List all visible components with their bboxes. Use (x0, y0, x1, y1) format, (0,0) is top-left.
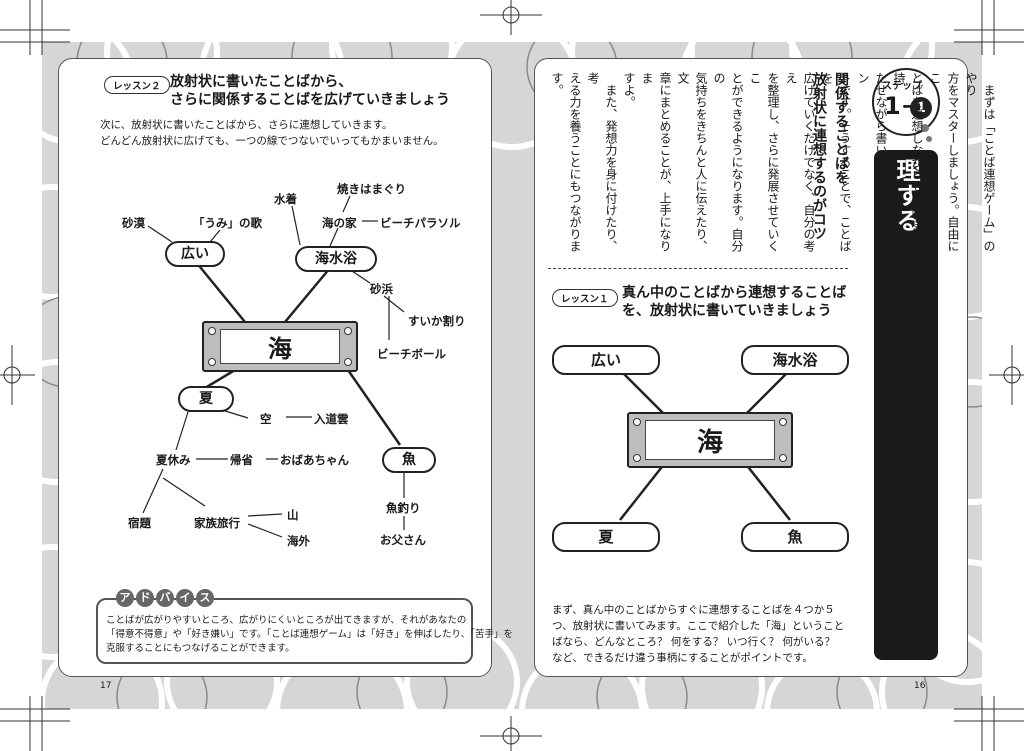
left-center-box: 海 (202, 321, 358, 372)
word-yama: 山 (287, 508, 299, 522)
tip-body-col: すよ。 (622, 72, 636, 108)
right-lesson-header: レッスン１ (552, 287, 618, 307)
left-center-word: 海 (220, 329, 340, 364)
right-diagram-lines (619, 369, 791, 521)
advice-line2: 「得意不得意」や「好き嫌い」です。「ことば連想ゲーム」は「好き」を伸ばしたり、「… (106, 629, 513, 640)
bottom-text-line2: つ、放射状に書いてみます。ここで紹介した「海」ということ (552, 620, 845, 632)
advice-line1: ことばが広がりやすいところ、広がりにくいところが出てきますが、それがあなたの (106, 615, 467, 626)
advice-char: ス (196, 589, 214, 607)
tip-body-col: 方をマスターしましょう。自由にこ (928, 72, 960, 252)
tip-body-col: とばを連想しながらも、関連性を持 (892, 72, 924, 252)
lesson-1-title: 真ん中のことばから連想することば を、放射状に書いていきましょう (622, 284, 846, 320)
lesson-2-intro-line2: どんどん放射状に広げても、一つの線でつないでいってもかまいません。 (100, 135, 444, 147)
chapter-title: 「ことば連想ゲーム」でことばを広げる・整理する (892, 158, 962, 658)
word-yakihamaguri: 焼きはまぐり (337, 182, 406, 196)
lesson-1-title-line2: を、放射状に書いていきましょう (622, 303, 832, 319)
right-node-hiroi: 広い (552, 345, 660, 375)
left-node-natsu: 夏 (178, 386, 234, 412)
tip-body: まずは「ことば連想ゲーム」のやり 方をマスターしましょう。自由にこ とばを連想し… (548, 72, 998, 262)
lesson-1-bottom-text: まず、真ん中のことばからすぐに連想することばを４つか５ つ、放射状に書いてみます… (552, 602, 844, 666)
decor-dot-icon (921, 124, 929, 132)
tip-body-col: また、発想力を身に付けたり、考 (586, 72, 618, 252)
advice-line3: 克服することにもつなげることができます。 (106, 643, 295, 654)
word-obaachan: おばあちゃん (280, 453, 349, 467)
right-node-sakana: 魚 (741, 522, 849, 552)
right-node-natsu: 夏 (552, 522, 660, 552)
word-kaigai: 海外 (287, 534, 310, 548)
lesson-2-title: 放射状に書いたことばから、 さらに関係することばを広げていきましょう (170, 73, 450, 109)
word-sakanatsuri: 魚釣り (386, 501, 421, 515)
word-otousan: お父さん (380, 533, 426, 547)
word-umi-no-ie: 海の家 (322, 216, 357, 230)
tip-title-col1: 関係することばを (833, 72, 849, 184)
tip-title: 関係することばを 放射状に連想するのがコツ (808, 72, 852, 262)
word-umi-no-uta: 「うみ」の歌 (193, 216, 262, 230)
rivet-icon (633, 454, 641, 462)
word-kisei: 帰省 (230, 453, 253, 467)
advice-char: バ (156, 589, 174, 607)
left-diagram-lines (142, 195, 405, 538)
bottom-text-line3: ばなら、どんなところ？ 何をする？ いつ行く？ 何がいる？ (552, 636, 836, 648)
word-natsuyasumi: 夏休み (156, 453, 191, 467)
word-mizugi: 水着 (274, 192, 297, 206)
left-lesson-header: レッスン２ (104, 74, 170, 94)
step-label: ステップ (882, 81, 922, 92)
rivet-icon (208, 358, 216, 366)
tip-body-col: 章にまとめることが、上手になりま (640, 72, 672, 252)
rivet-icon (779, 418, 787, 426)
lesson-1-badge: レッスン１ (552, 289, 618, 307)
advice-char: ド (136, 589, 154, 607)
left-node-sakana: 魚 (382, 447, 436, 473)
tip-body-col: まずは「ことば連想ゲーム」のやり (964, 72, 996, 252)
right-center-word: 海 (645, 420, 775, 460)
rivet-icon (779, 454, 787, 462)
word-kazoku-ryokou: 家族旅行 (194, 516, 240, 530)
lesson-2-intro: 次に、放射状に書いたことばから、さらに連想していきます。 どんどん放射状に広げて… (100, 117, 480, 149)
bottom-text-line1: まず、真ん中のことばからすぐに連想することばを４つか５ (552, 604, 835, 616)
rivet-icon (344, 327, 352, 335)
chapter-title-band (874, 150, 938, 660)
advice-char: ア (116, 589, 134, 607)
dashed-divider (548, 268, 848, 269)
step-badge: ステップ 1− 1 (872, 68, 940, 136)
rivet-icon (344, 358, 352, 366)
word-nyudougumo: 入道雲 (314, 412, 349, 426)
tip-body-col: 広げていくだけでなく、自分の考え (784, 72, 816, 252)
advice-char: イ (176, 589, 194, 607)
right-node-kaisuiyoku: 海水浴 (741, 345, 849, 375)
tip-body-col: 気持ちをきちんと人に伝えたり、文 (676, 72, 708, 252)
decor-dot-icon (926, 136, 932, 142)
rivet-icon (208, 327, 216, 335)
advice-text: ことばが広がりやすいところ、広がりにくいところが出てきますが、それがあなたの 「… (106, 614, 513, 656)
left-node-hiroi: 広い (165, 241, 225, 267)
lesson-2-intro-line1: 次に、放射状に書いたことばから、さらに連想していきます。 (100, 119, 393, 131)
lesson-1-title-line1: 真ん中のことばから連想することば (622, 285, 847, 301)
lesson-2-title-line2: さらに関係することばを広げていきましょう (170, 92, 450, 108)
right-center-box: 海 (627, 412, 793, 468)
tip-title-col2: 放射状に連想するのがコツ (811, 72, 827, 240)
tip-body-col: とができるようになります。自分の (712, 72, 744, 252)
word-sunahama: 砂浜 (370, 282, 393, 296)
word-beach-parasol: ビーチパラソル (380, 216, 461, 230)
tip-body-col: トです。そうすることで、ことばを (820, 72, 852, 252)
rivet-icon (633, 418, 641, 426)
tip-body-col: たせながら書いていくことがポイン (856, 72, 888, 252)
tip-body-col: を整理し、さらに発展させていくこ (748, 72, 780, 252)
advice-box: ことばが広がりやすいところ、広がりにくいところが出てきますが、それがあなたの 「… (96, 598, 513, 664)
lesson-2-title-line1: 放射状に書いたことばから、 (170, 74, 353, 90)
word-beach-ball: ビーチボール (377, 347, 446, 361)
left-node-kaisuiyoku: 海水浴 (295, 246, 377, 272)
advice-label: ア ド バ イ ス (116, 589, 214, 607)
right-page-number: 16 (914, 681, 926, 691)
word-shukudai: 宿題 (128, 516, 151, 530)
word-suikawari: すいか割り (408, 314, 466, 328)
word-sora: 空 (260, 412, 272, 426)
tip-body-col: える力を養うことにもつながります。 (550, 72, 582, 252)
bottom-text-line4: など、できるだけ違う事柄にすることがポイントです。 (552, 652, 813, 664)
step-sub-number: 1 (910, 97, 932, 119)
lesson-2-badge: レッスン２ (104, 76, 170, 94)
left-page-number: 17 (100, 681, 112, 691)
word-sabaku: 砂漠 (122, 216, 145, 230)
